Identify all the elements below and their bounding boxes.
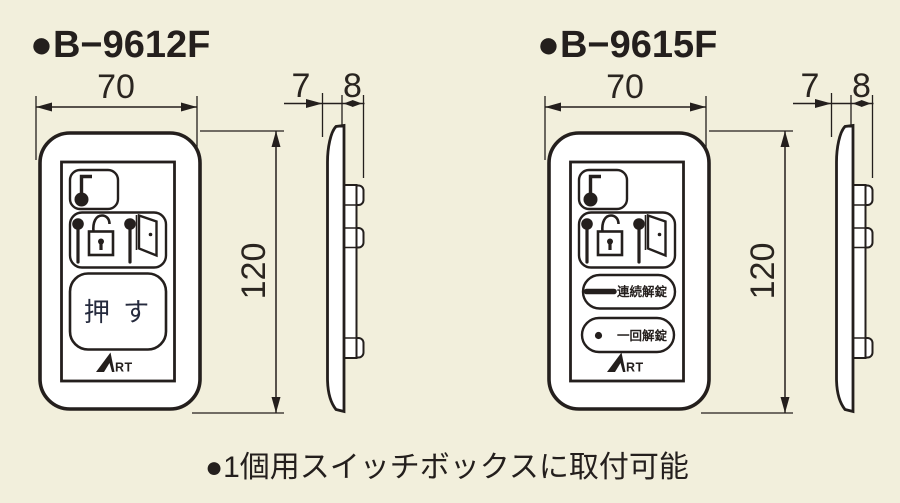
continuous-unlock-label: 連続解錠 <box>617 284 668 299</box>
key-icon <box>583 174 601 207</box>
height-value: 120 <box>744 243 782 300</box>
width-value: 70 <box>97 68 135 106</box>
front-view: 押 す RT <box>38 131 202 411</box>
push-button: 押 す <box>68 272 168 351</box>
arrow-right-icon <box>690 102 706 112</box>
key-bow <box>74 192 89 207</box>
product-title: ●B−9612F <box>30 24 210 66</box>
padlock-open-icon <box>87 214 115 257</box>
arrow-right-icon <box>181 102 197 112</box>
height-dimension: 120 <box>701 130 793 414</box>
depth-dimensions: 7 8 <box>793 67 874 178</box>
push-button-outline <box>68 272 168 351</box>
brand-a-notch <box>104 363 112 372</box>
single-unlock-button: 一回解錠 <box>580 316 676 354</box>
shackle <box>92 214 111 233</box>
arrow-right-small-icon <box>861 100 871 107</box>
arrow-left-icon <box>545 102 561 112</box>
rail-joints <box>344 204 357 339</box>
width-dimension: 70 <box>544 68 707 160</box>
arrow-right-small-icon <box>352 100 362 107</box>
side-view <box>835 123 874 414</box>
box-depth-value: 8 <box>343 67 362 105</box>
mount-rail <box>343 184 358 359</box>
door-knob <box>148 232 153 237</box>
brand-a-notch <box>615 363 623 372</box>
open-door-icon <box>135 213 158 258</box>
door-panel <box>646 213 667 258</box>
side-view <box>326 123 365 414</box>
height-dimension: 120 <box>192 130 284 414</box>
keyhole-slot <box>608 241 612 250</box>
key-button <box>577 168 629 211</box>
brand-text: RT <box>115 361 133 375</box>
oval-outline <box>580 316 676 354</box>
status-icons-panel <box>577 211 677 269</box>
product-title: ●B−9615F <box>537 24 717 66</box>
padlock-open-icon <box>596 214 624 257</box>
arrow-right-icon <box>815 99 832 108</box>
product-b9615f: ●B−9615F 70 120 <box>537 24 874 414</box>
width-dimension: 70 <box>35 68 198 160</box>
mount-rail <box>852 184 867 359</box>
arrow-right-icon <box>306 99 323 108</box>
open-door-icon <box>644 213 667 258</box>
door-knob <box>657 232 662 237</box>
rail-joints <box>853 204 866 339</box>
brand-logo: RT <box>96 352 133 375</box>
plate-profile <box>326 123 346 414</box>
plate-depth-value: 7 <box>801 67 820 105</box>
arrow-up-icon <box>780 131 790 147</box>
key-button <box>68 168 120 211</box>
key-slot-icon <box>72 218 84 264</box>
control-panel <box>60 160 176 383</box>
key-slot-icon <box>581 218 593 264</box>
extension-lines <box>192 130 284 414</box>
key-icon <box>74 174 92 207</box>
brand-text: RT <box>626 361 644 375</box>
product-b9612f: ●B−9612F 70 120 <box>30 24 365 414</box>
single-unlock-label: 一回解錠 <box>617 328 668 343</box>
extension-lines <box>701 130 793 414</box>
continuous-unlock-button: 連続解錠 <box>581 273 677 310</box>
height-value: 120 <box>235 243 273 300</box>
control-panel <box>569 160 685 383</box>
arrow-down-icon <box>780 397 790 413</box>
key-slot-icon-2 <box>633 218 645 264</box>
mounting-note: ●1個用スイッチボックスに取付可能 <box>205 451 689 484</box>
push-button-label: 押 す <box>84 297 152 327</box>
door-panel <box>137 213 158 258</box>
arrow-left-small-icon <box>343 100 353 107</box>
plate-profile <box>835 123 855 414</box>
width-value: 70 <box>606 68 644 106</box>
shackle <box>601 214 620 233</box>
arrow-left-small-icon <box>852 100 862 107</box>
box-depth-value: 8 <box>852 67 871 105</box>
keyhole-slot <box>99 241 103 250</box>
arrow-up-icon <box>271 131 281 147</box>
plate-depth-value: 7 <box>292 67 311 105</box>
key-bow <box>583 192 598 207</box>
dot-icon <box>594 331 603 340</box>
oval-outline <box>581 273 677 310</box>
status-icons-panel <box>68 211 168 269</box>
arrow-down-icon <box>271 397 281 413</box>
arrow-left-icon <box>36 102 52 112</box>
key-slot-icon-2 <box>124 218 136 264</box>
brand-logo: RT <box>607 352 644 375</box>
front-view: 連続解錠 一回解錠 RT <box>547 131 711 411</box>
